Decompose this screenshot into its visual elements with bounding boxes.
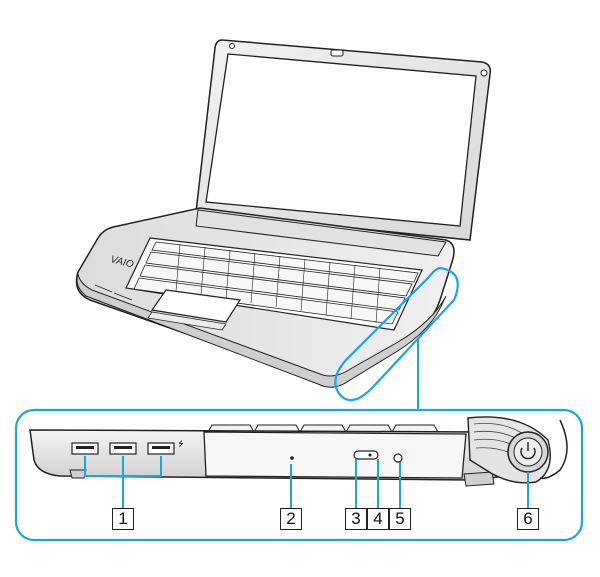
leader-lines: [84, 456, 529, 508]
drive-indicator-light: [368, 453, 372, 457]
webcam-icon: [330, 49, 344, 57]
touchpad: [150, 289, 242, 323]
callout-1: 1: [112, 508, 134, 530]
manual-eject-hole: [393, 453, 403, 463]
screen: [205, 53, 477, 227]
callout-2: 2: [280, 508, 302, 530]
callout-6: 6: [517, 508, 539, 530]
usb-icon: ⭍: [178, 440, 184, 448]
callout-4: 4: [367, 508, 389, 530]
drive-eject-hole: [290, 456, 294, 460]
optical-drive: [203, 431, 467, 479]
highlight-ellipse: [334, 266, 459, 402]
callout-5: 5: [389, 508, 411, 530]
drive-eject-button: [353, 450, 379, 460]
laptop-base: [75, 207, 455, 388]
laptop-lid: [195, 39, 492, 241]
callout-3: 3: [345, 508, 367, 530]
power-icon: [520, 447, 536, 460]
